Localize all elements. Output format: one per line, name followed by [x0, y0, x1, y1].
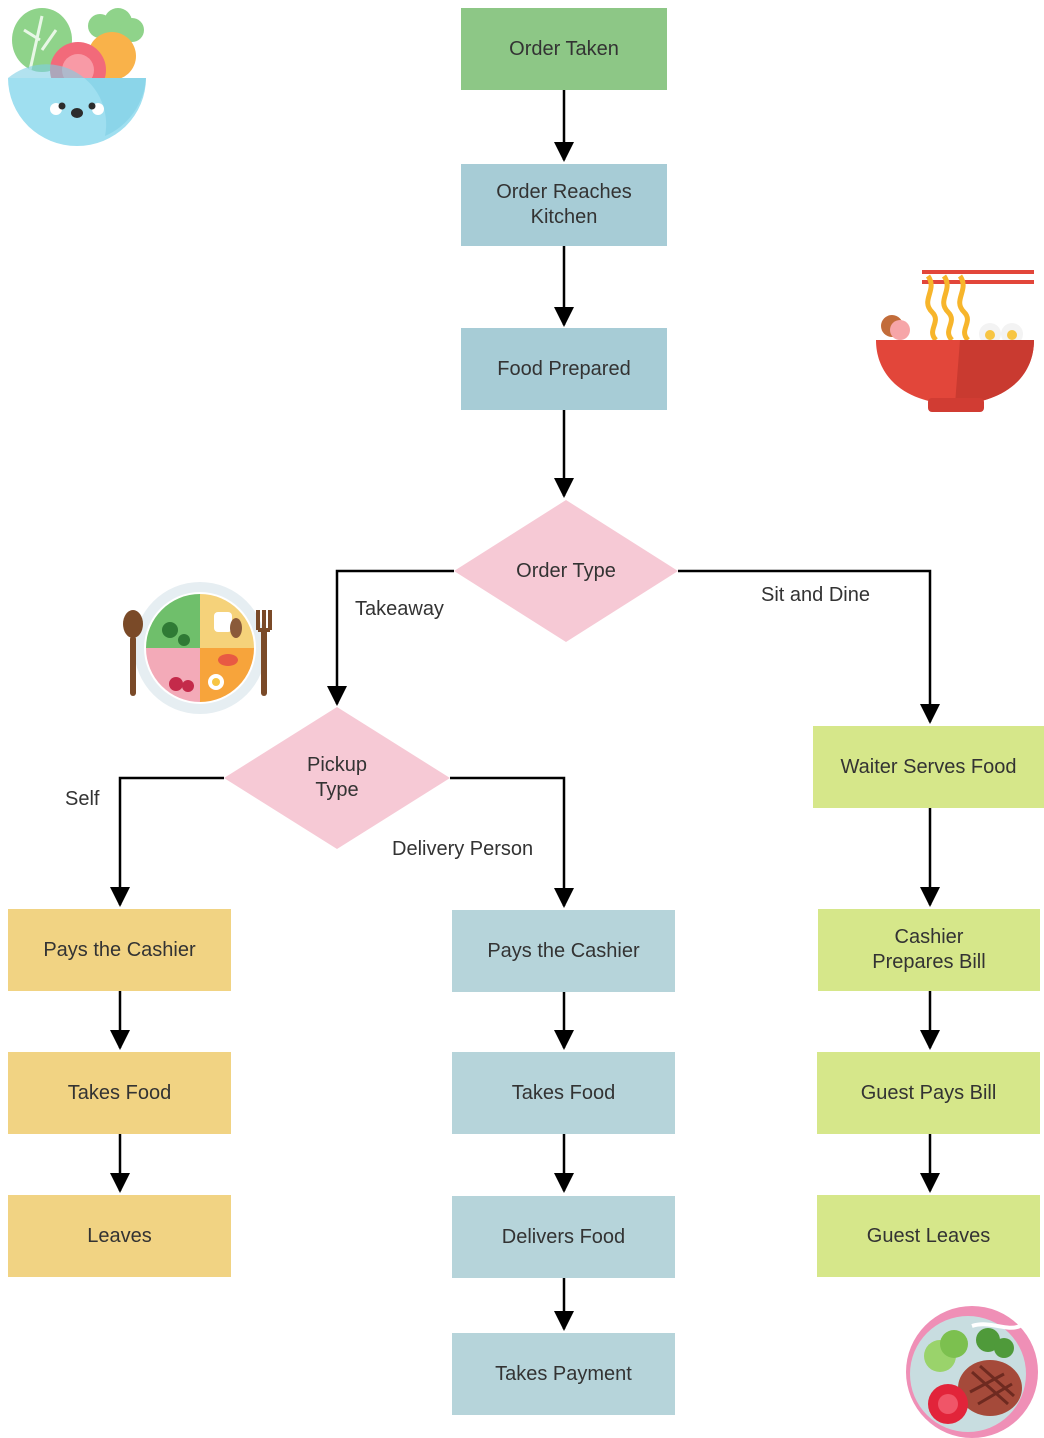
- cashier-prepares-bill-node[interactable]: Cashier Prepares Bill: [818, 909, 1040, 991]
- self-takes-food-node[interactable]: Takes Food: [8, 1052, 231, 1134]
- takes-payment-node[interactable]: Takes Payment: [452, 1333, 675, 1415]
- order-type-diamond[interactable]: [454, 500, 678, 642]
- ramen-bowl-icon: [876, 270, 1034, 412]
- edge-self: [110, 776, 224, 907]
- steak-plate-icon: [906, 1306, 1038, 1438]
- waiter-serves-food-node[interactable]: Waiter Serves Food: [813, 726, 1044, 808]
- guest-leaves-node[interactable]: Guest Leaves: [817, 1195, 1040, 1277]
- edges: [110, 90, 940, 1331]
- sit-and-dine-edge-label: Sit and Dine: [761, 584, 870, 606]
- delivery-person-edge-label: Delivery Person: [392, 838, 534, 860]
- delivers-food-node[interactable]: Delivers Food: [452, 1196, 675, 1278]
- guest-pays-bill-node[interactable]: Guest Pays Bill: [817, 1052, 1040, 1134]
- order-taken-node[interactable]: Order Taken: [461, 8, 667, 90]
- pickup-type-diamond[interactable]: [224, 707, 450, 849]
- order-reaches-kitchen-node[interactable]: Order Reaches Kitchen: [461, 164, 667, 246]
- delivery-pays-cashier-node[interactable]: Pays the Cashier: [452, 910, 675, 992]
- salad-bowl-icon: [8, 8, 146, 146]
- food-prepared-node[interactable]: Food Prepared: [461, 328, 667, 410]
- self-edge-label: Self: [65, 788, 100, 810]
- delivery-takes-food-node[interactable]: Takes Food: [452, 1052, 675, 1134]
- edge-sit-and-dine: [678, 569, 940, 724]
- self-leaves-node[interactable]: Leaves: [8, 1195, 231, 1277]
- food-plate-icon: [123, 582, 272, 714]
- edge-takeaway: [327, 569, 454, 706]
- self-pays-cashier-node[interactable]: Pays the Cashier: [8, 909, 231, 991]
- takeaway-edge-label: Takeaway: [355, 598, 444, 620]
- edge-delivery-person: [450, 776, 574, 908]
